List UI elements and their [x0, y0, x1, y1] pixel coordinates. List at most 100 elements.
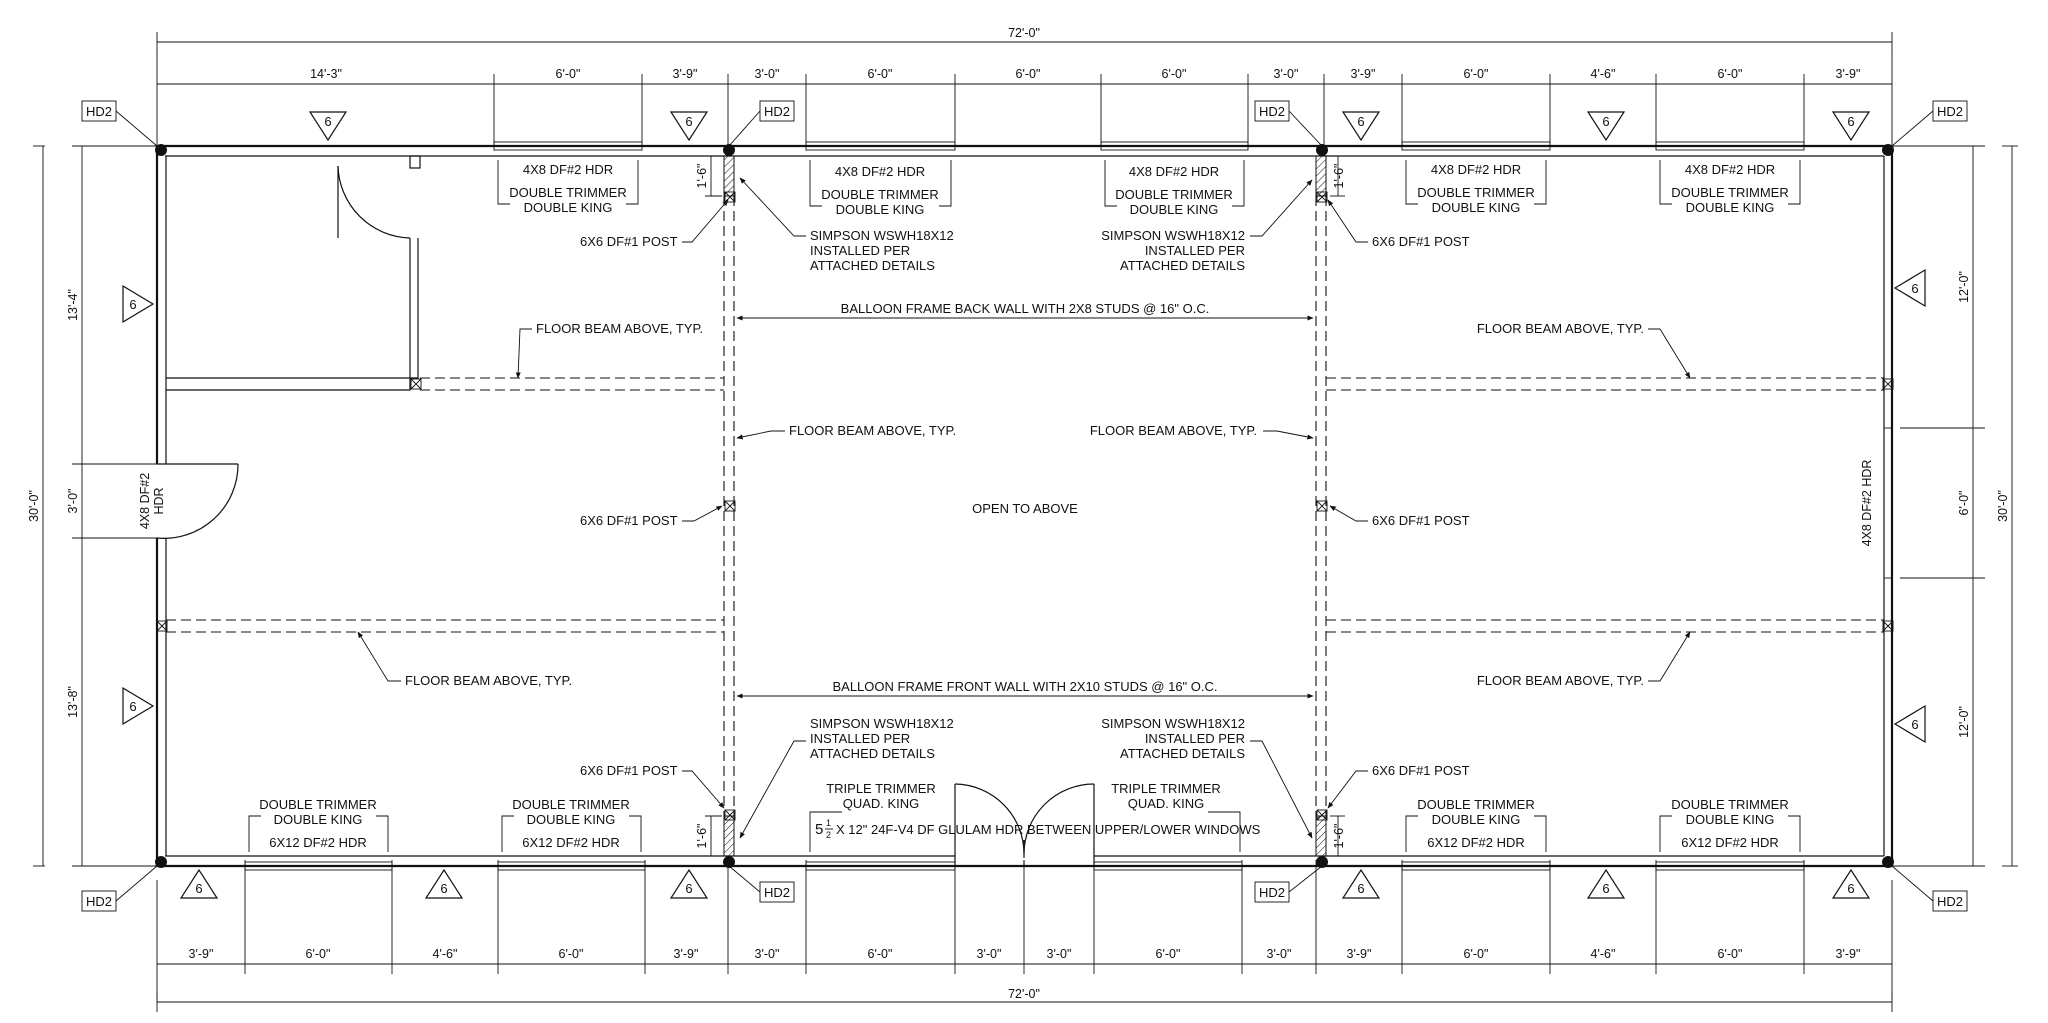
svg-text:DOUBLE TRIMMER: DOUBLE TRIMMER [1671, 185, 1789, 200]
svg-text:6: 6 [1847, 881, 1854, 896]
svg-text:INSTALLED PER: INSTALLED PER [810, 243, 910, 258]
shear-tag-bot-4: 6 [1341, 868, 1381, 899]
svg-text:DOUBLE TRIMMER: DOUBLE TRIMMER [259, 797, 377, 812]
svg-text:DOUBLE TRIMMER: DOUBLE TRIMMER [512, 797, 630, 812]
svg-text:INSTALLED PER: INSTALLED PER [1145, 243, 1245, 258]
dim-left-overall: 30'-0" [27, 490, 41, 522]
post-markers [156, 191, 1894, 821]
balloon-walls-dashed [723, 196, 1327, 816]
svg-text:6: 6 [1602, 114, 1609, 129]
hd2-tag-top-mid-left: HD2 [728, 100, 795, 147]
corner-posts [155, 144, 1894, 868]
shear-tag-top-3: 6 [1341, 111, 1381, 142]
windows-top-wall [493, 141, 1805, 151]
dim-top-seg-6: 6'-0" [1016, 67, 1041, 81]
header-note-bot-center-left: TRIPLE TRIMMER QUAD. KING [809, 781, 936, 852]
post-notes: 6X6 DF#1 POST SIMPSON WSWH18X12 INSTALLE… [580, 177, 1470, 839]
header-note-bot-center-right: TRIPLE TRIMMER QUAD. KING [1111, 781, 1241, 852]
dim-bot-seg-6: 3'-0" [755, 947, 780, 961]
svg-text:DOUBLE TRIMMER: DOUBLE TRIMMER [1417, 185, 1535, 200]
svg-text:SIMPSON WSWH18X12: SIMPSON WSWH18X12 [810, 716, 954, 731]
svg-text:FLOOR BEAM ABOVE, TYP.: FLOOR BEAM ABOVE, TYP. [1090, 423, 1257, 438]
svg-text:6: 6 [1847, 114, 1854, 129]
svg-text:X 12" 24F-V4 DF GLULAM HDR BET: X 12" 24F-V4 DF GLULAM HDR BETWEEN UPPER… [836, 822, 1261, 837]
floor-beam-note-3: FLOOR BEAM ABOVE, TYP. [1090, 423, 1314, 440]
svg-text:QUAD. KING: QUAD. KING [843, 796, 920, 811]
svg-text:BALLOON FRAME BACK WALL WITH 2: BALLOON FRAME BACK WALL WITH 2X8 STUDS @… [841, 301, 1210, 316]
dim-bot-seg-10: 6'-0" [1156, 947, 1181, 961]
post-note-top-right: 6X6 DF#1 POST [1327, 199, 1470, 249]
dim-top-seg-13: 3'-9" [1836, 67, 1861, 81]
svg-text:DOUBLE KING: DOUBLE KING [1432, 200, 1521, 215]
dim-right-seg-1: 12'-0" [1957, 271, 1971, 303]
header-note-top-4: 4X8 DF#2 HDR DOUBLE TRIMMER DOUBLE KING [1405, 160, 1547, 215]
svg-text:HD2: HD2 [1259, 104, 1285, 119]
dim-bot-seg-16: 3'-9" [1836, 947, 1861, 961]
header-note-bot-3: DOUBLE TRIMMER DOUBLE KING 6X12 DF#2 HDR [1405, 797, 1547, 852]
right-window-header-note: 4X8 DF#2 HDR [1860, 460, 1874, 547]
shear-tag-bot-6: 6 [1831, 868, 1871, 899]
dim-right-seg-2: 6'-0" [1957, 491, 1971, 516]
svg-text:1'-6": 1'-6" [695, 824, 709, 849]
svg-text:1: 1 [826, 818, 831, 828]
svg-text:HD2: HD2 [764, 885, 790, 900]
svg-text:DOUBLE KING: DOUBLE KING [527, 812, 616, 827]
svg-text:ATTACHED DETAILS: ATTACHED DETAILS [810, 746, 935, 761]
svg-text:6X6 DF#1 POST: 6X6 DF#1 POST [580, 763, 678, 778]
dim-top-seg-4: 3'-0" [755, 67, 780, 81]
hd2-tag-bot-mid-right: HD2 [1254, 865, 1323, 903]
hd2-tag-bot-right: HD2 [1891, 865, 1968, 912]
dim-bot-seg-11: 3'-0" [1267, 947, 1292, 961]
svg-text:6: 6 [1911, 281, 1918, 296]
svg-text:6: 6 [195, 881, 202, 896]
header-note-bot-4: DOUBLE TRIMMER DOUBLE KING 6X12 DF#2 HDR [1659, 797, 1801, 852]
header-note-top-5: 4X8 DF#2 HDR DOUBLE TRIMMER DOUBLE KING [1659, 160, 1801, 215]
dim-bot-seg-14: 4'-6" [1591, 947, 1616, 961]
dimension-chain-left: 30'-0" 13'-4" 3'-0" 13'-8" [27, 145, 160, 867]
svg-text:4X8 DF#2 HDR: 4X8 DF#2 HDR [523, 162, 613, 177]
svg-text:FLOOR BEAM ABOVE, TYP.: FLOOR BEAM ABOVE, TYP. [405, 673, 572, 688]
dim-left-seg-1: 13'-4" [66, 289, 80, 321]
open-to-above-label: OPEN TO ABOVE [972, 501, 1078, 516]
dim-top-seg-11: 4'-6" [1591, 67, 1616, 81]
svg-text:FLOOR BEAM ABOVE, TYP.: FLOOR BEAM ABOVE, TYP. [1477, 321, 1644, 336]
hold-down-tags: HD2 HD2 HD2 HD2 HD2 HD2 HD2 HD2 [81, 100, 1968, 912]
svg-text:DOUBLE KING: DOUBLE KING [1686, 812, 1775, 827]
dim-bot-seg-3: 4'-6" [433, 947, 458, 961]
post-offset-dims: 1'-6" 1'-6" 1'-6" 1'-6" [695, 156, 1346, 856]
svg-text:6: 6 [1602, 881, 1609, 896]
dim-left-seg-2: 3'-0" [66, 489, 80, 514]
header-note-top-2: 4X8 DF#2 HDR DOUBLE TRIMMER DOUBLE KING [809, 160, 952, 217]
svg-text:TRIPLE TRIMMER: TRIPLE TRIMMER [1111, 781, 1221, 796]
header-note-bot-2: DOUBLE TRIMMER DOUBLE KING 6X12 DF#2 HDR [501, 797, 642, 852]
post-note-top-left: 6X6 DF#1 POST [580, 199, 729, 249]
svg-text:1'-6": 1'-6" [1332, 824, 1346, 849]
shear-tag-left-2: 6 [122, 686, 155, 726]
svg-text:6X6 DF#1 POST: 6X6 DF#1 POST [1372, 234, 1470, 249]
shear-wall-tags: 6 6 6 6 6 6 6 6 6 6 6 6 6 6 6 [122, 111, 1926, 899]
header-note-bot-1: DOUBLE TRIMMER DOUBLE KING 6X12 DF#2 HDR [248, 797, 389, 852]
dim-bot-seg-13: 6'-0" [1464, 947, 1489, 961]
dim-top-seg-5: 6'-0" [868, 67, 893, 81]
svg-text:4X8 DF#2 HDR: 4X8 DF#2 HDR [1129, 164, 1219, 179]
simpson-note-top-right: SIMPSON WSWH18X12 INSTALLED PER ATTACHED… [1101, 179, 1313, 273]
svg-text:QUAD. KING: QUAD. KING [1128, 796, 1205, 811]
dim-left-seg-3: 13'-8" [66, 686, 80, 718]
svg-text:6: 6 [129, 297, 136, 312]
hd2-tag-top-right: HD2 [1891, 100, 1968, 147]
svg-text:DOUBLE KING: DOUBLE KING [524, 200, 613, 215]
svg-text:1'-6": 1'-6" [695, 164, 709, 189]
dim-bot-seg-1: 3'-9" [189, 947, 214, 961]
svg-text:4X8 DF#2: 4X8 DF#2 [138, 473, 152, 529]
dim-top-seg-12: 6'-0" [1718, 67, 1743, 81]
svg-text:BALLOON FRAME FRONT WALL WITH: BALLOON FRAME FRONT WALL WITH 2X10 STUDS… [832, 679, 1217, 694]
svg-text:SIMPSON WSWH18X12: SIMPSON WSWH18X12 [1101, 228, 1245, 243]
svg-text:4X8 DF#2 HDR: 4X8 DF#2 HDR [835, 164, 925, 179]
svg-text:6: 6 [1357, 881, 1364, 896]
svg-text:6X12 DF#2 HDR: 6X12 DF#2 HDR [1427, 835, 1525, 850]
shear-tag-left-1: 6 [122, 284, 155, 324]
shear-tag-top-1: 6 [308, 111, 348, 142]
header-notes-bottom: DOUBLE TRIMMER DOUBLE KING 6X12 DF#2 HDR… [248, 781, 1801, 852]
glulam-header-note: 5 1 2 X 12" 24F-V4 DF GLULAM HDR BETWEEN… [815, 818, 1261, 840]
